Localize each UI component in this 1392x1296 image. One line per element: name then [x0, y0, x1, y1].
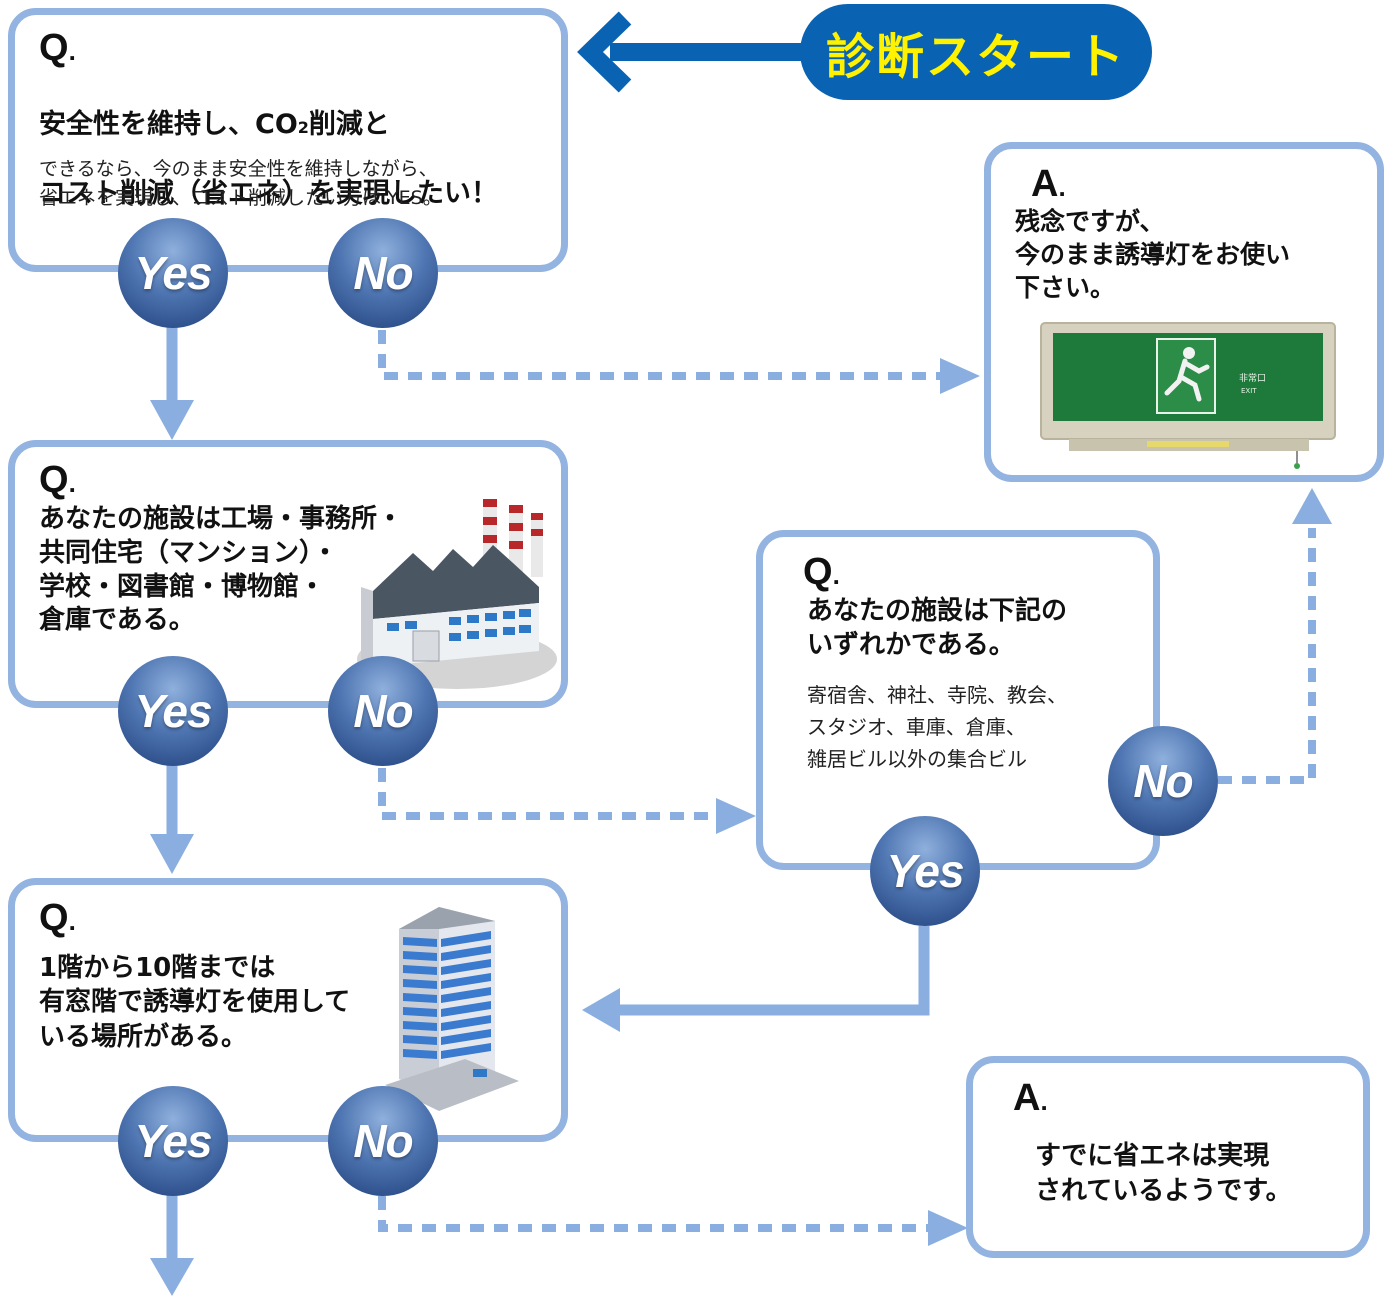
q4-no-line	[378, 1196, 930, 1232]
a2-box: A. すでに省エネは実現 されているようです。	[966, 1056, 1370, 1258]
q4-box: Q. 1階から10階までは 有窓階で誘導灯を使用して いる場所がある。	[8, 878, 568, 1142]
q2-yes-arrowhead	[150, 834, 194, 874]
a2-mark: A.	[1013, 1077, 1048, 1119]
start-badge[interactable]: 診断スタート	[800, 4, 1152, 100]
a1-box: A. 残念ですが、 今のまま誘導灯をお使い 下さい。 非常口 EXIT	[984, 142, 1384, 482]
q3-mark: Q.	[803, 551, 840, 593]
q2-mark: Q.	[39, 459, 76, 501]
q2-no-arrowhead	[716, 798, 756, 834]
q3-subtext: 寄宿舎、神社、寺院、教会、 スタジオ、車庫、倉庫、 雑居ビル以外の集合ビル	[807, 683, 1067, 771]
q3-no-line	[1218, 528, 1316, 784]
q3-title: あなたの施設は下記の いずれかである。	[807, 596, 1068, 660]
q4-yes-arrowhead	[150, 1258, 194, 1296]
svg-text:非常口: 非常口	[1239, 372, 1266, 384]
q1-no-line	[378, 330, 942, 380]
q4-mark: Q.	[39, 897, 76, 939]
factory-illustration	[357, 499, 557, 689]
a1-title: 残念ですが、 今のまま誘導灯をお使い 下さい。	[1015, 207, 1291, 302]
q3-no-arrowhead	[1292, 488, 1332, 524]
q3-no-bubble[interactable]: No	[1108, 726, 1218, 836]
q4-no-bubble[interactable]: No	[328, 1086, 438, 1196]
q1-subtext: できるなら、今のまま安全性を維持しながら、 省エネを実現し、コスト削減したい方は…	[39, 158, 442, 210]
q1-title: 安全性を維持し、CO2削減と コスト削減（省エネ）を実現したい！	[39, 108, 498, 209]
a2-title: すでに省エネは実現 されているようです。	[1035, 1141, 1292, 1207]
q3-yes-arrowhead	[582, 988, 620, 1032]
exit-sign-illustration: 非常口 EXIT	[1040, 322, 1336, 469]
q1-no-arrowhead	[940, 358, 980, 394]
q3-box: Q. あなたの施設は下記の いずれかである。 寄宿舎、神社、寺院、教会、 スタジ…	[756, 530, 1160, 870]
q2-no-bubble[interactable]: No	[328, 656, 438, 766]
q2-title: あなたの施設は工場・事務所・ 共同住宅（マンション）・ 学校・図書館・博物館・ …	[39, 504, 404, 636]
a1-mark: A.	[1031, 163, 1066, 205]
q4-no-arrowhead	[928, 1210, 968, 1246]
q2-box: Q. あなたの施設は工場・事務所・ 共同住宅（マンション）・ 学校・図書館・博物…	[8, 440, 568, 708]
q3-yes-bubble[interactable]: Yes	[870, 816, 980, 926]
q1-box: Q. 安全性を維持し、CO2削減と コスト削減（省エネ）を実現したい！ できるな…	[8, 8, 568, 272]
q1-yes-arrowhead	[150, 400, 194, 440]
q4-yes-bubble[interactable]: Yes	[118, 1086, 228, 1196]
q2-no-line	[378, 768, 718, 820]
q1-no-bubble[interactable]: No	[328, 218, 438, 328]
start-label: 診断スタート	[825, 29, 1126, 85]
q3-yes-line	[618, 926, 930, 1016]
q4-title: 1階から10階までは 有窓階で誘導灯を使用して いる場所がある。	[39, 953, 351, 1052]
q1-yes-bubble[interactable]: Yes	[118, 218, 228, 328]
q2-yes-bubble[interactable]: Yes	[118, 656, 228, 766]
svg-text:EXIT: EXIT	[1241, 387, 1257, 395]
q1-mark: Q.	[39, 27, 76, 69]
start-arrow-head	[577, 11, 632, 93]
